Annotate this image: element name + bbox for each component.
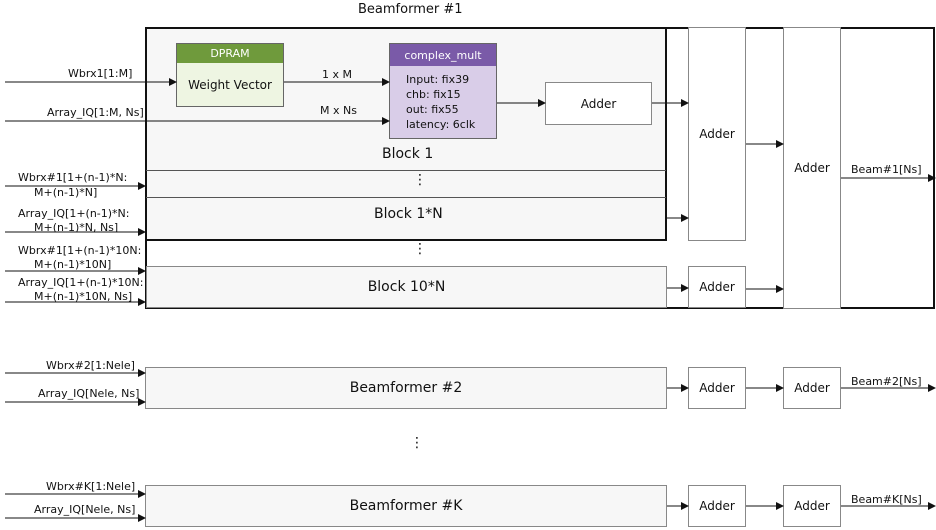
dpram-header-label: DPRAM <box>210 47 250 60</box>
input-array-nele-k: Array_IQ[Nele, Ns] <box>34 503 136 516</box>
block-separator <box>146 170 666 171</box>
input-wbrx-n-l2: M+(n-1)*N] <box>34 186 98 199</box>
cmult-line: chb: fix15 <box>406 88 461 101</box>
input-array-n-l1: Array_IQ[1+(n-1)*N: <box>18 207 130 220</box>
beamformer-2: Beamformer #2 <box>145 367 667 409</box>
adder-block1: Adder <box>545 82 652 125</box>
adder-stage1: Adder <box>688 27 746 241</box>
cmult-line: out: fix55 <box>406 103 459 116</box>
dpram-block: DPRAM Weight Vector <box>176 43 284 107</box>
input-wbrx-10n-l1: Wbrx#1[1+(n-1)*10N: <box>18 244 142 257</box>
adder-final-1: Adder <box>783 27 841 309</box>
block-10n-label: Block 10*N <box>367 279 446 295</box>
adder-stage1-10n: Adder <box>688 266 746 308</box>
wire-label-mxns: M x Ns <box>320 104 357 117</box>
dpram-body: Weight Vector <box>177 63 283 106</box>
input-array-10n-l1: Array_IQ[1+(n-1)*10N: <box>18 276 144 289</box>
output-beam2: Beam#2[Ns] <box>851 375 922 388</box>
input-array-n-l2: M+(n-1)*N, Ns] <box>34 221 119 234</box>
adder-bf2-a: Adder <box>688 367 746 409</box>
vdots-beamformers: ⋮ <box>410 435 424 451</box>
beamformer-k-label: Beamformer #K <box>349 498 463 514</box>
input-wbrx1: Wbrx1[1:M] <box>68 67 133 80</box>
adder-bfk-a: Adder <box>688 485 746 527</box>
adder-bf2-b: Adder <box>783 367 841 409</box>
complex-mult-body: Input: fix39 chb: fix15 out: fix55 laten… <box>390 66 496 138</box>
wire-label-1xm: 1 x M <box>322 68 352 81</box>
vdots-blocks: ⋮ <box>413 241 427 257</box>
output-beam1: Beam#1[Ns] <box>851 163 922 176</box>
input-wbrx-10n-l2: M+(n-1)*10N] <box>34 258 112 271</box>
beamformer-k: Beamformer #K <box>145 485 667 527</box>
block-10n: Block 10*N <box>146 266 667 308</box>
block-separator <box>146 197 666 198</box>
complex-mult-header-label: complex_mult <box>404 48 482 62</box>
cmult-line: latency: 6clk <box>406 118 476 131</box>
input-array-nele-2: Array_IQ[Nele, Ns] <box>38 387 140 400</box>
input-wbrx-n-l1: Wbrx#1[1+(n-1)*N: <box>18 171 128 184</box>
input-wbrx2: Wbrx#2[1:Nele] <box>46 359 135 372</box>
output-beamk: Beam#K[Ns] <box>851 493 922 506</box>
dpram-header: DPRAM <box>177 44 283 63</box>
beamformer-2-label: Beamformer #2 <box>349 380 463 396</box>
input-array-iq1: Array_IQ[1:M, Ns] <box>47 106 144 119</box>
cmult-line: Input: fix39 <box>406 73 470 86</box>
dpram-body-label: Weight Vector <box>188 77 272 92</box>
block-1-label: Block 1 <box>382 146 434 162</box>
beamformer-1-title: Beamformer #1 <box>358 2 463 17</box>
input-array-10n-l2: M+(n-1)*10N, Ns] <box>34 290 133 303</box>
adder-bfk-b: Adder <box>783 485 841 527</box>
complex-mult-header: complex_mult <box>390 44 496 66</box>
input-wbrxk: Wbrx#K[1:Nele] <box>46 480 136 493</box>
block-1n-label: Block 1*N <box>374 206 443 222</box>
vdots-block1: ⋮ <box>413 172 427 188</box>
complex-mult-block: complex_mult Input: fix39 chb: fix15 out… <box>389 43 497 139</box>
